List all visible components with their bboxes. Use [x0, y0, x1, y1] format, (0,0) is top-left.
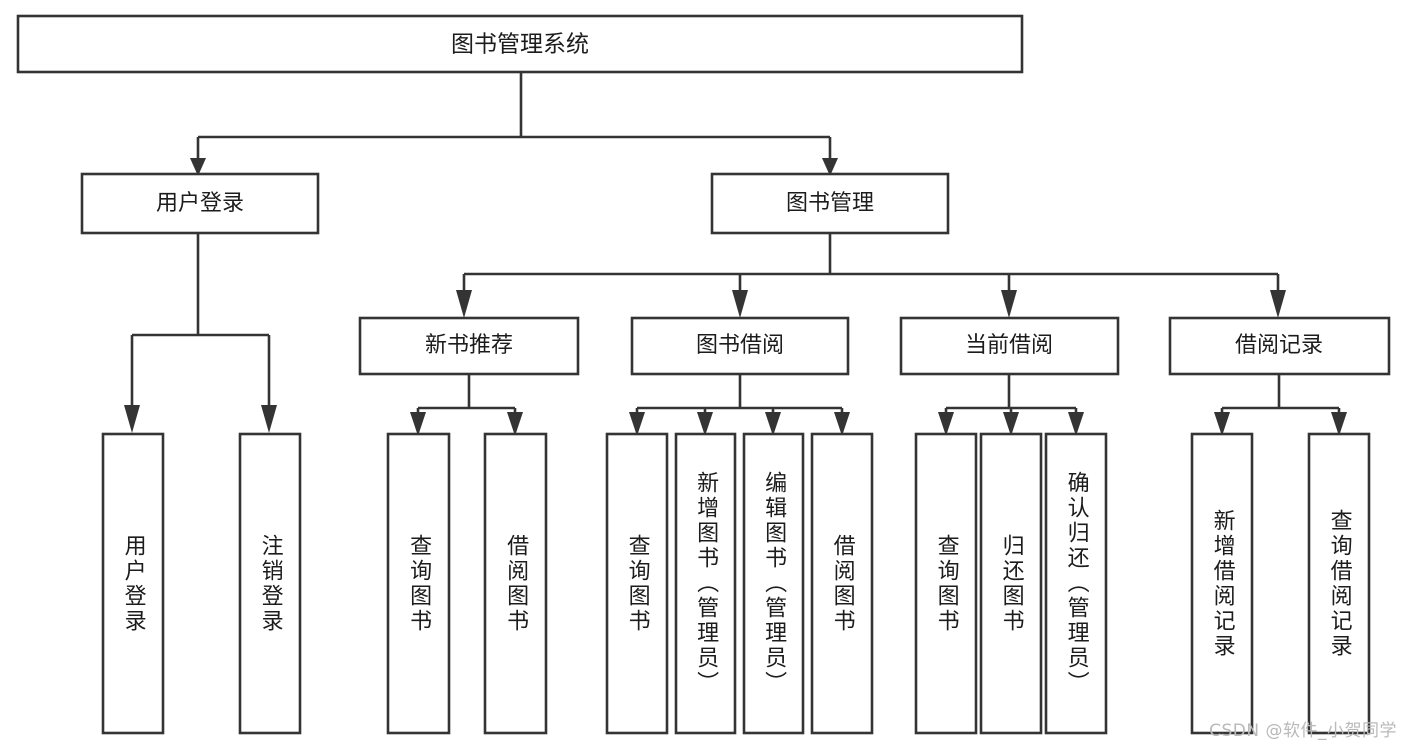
- node-new-book-rec-label: 新书推荐: [425, 333, 513, 358]
- node-current-borrow-label: 当前借阅: [965, 333, 1053, 358]
- node-current-borrow[interactable]: 当前借阅: [899, 316, 1120, 376]
- node-leaf-user-login-label: 用户登录: [120, 533, 146, 634]
- arrowhead-leaf-borrow-book-1: [507, 412, 523, 436]
- node-book-manage-label: 图书管理: [786, 191, 874, 216]
- arrowhead-leaf-query-record: [1331, 412, 1347, 436]
- arrowhead-current-borrow: [1001, 290, 1017, 318]
- node-leaf-borrow-book-1-label: 借阅图书: [503, 533, 529, 634]
- node-new-book-rec-box[interactable]: [358, 316, 580, 376]
- node-root[interactable]: 图书管理系统: [16, 14, 1024, 74]
- node-leaf-add-record-box[interactable]: [1190, 432, 1254, 735]
- node-book-borrow-label: 图书借阅: [696, 333, 784, 358]
- arrowhead-leaf-return-book: [1003, 412, 1019, 436]
- node-leaf-query-book-1-label: 查询图书: [406, 533, 432, 634]
- node-book-borrow[interactable]: 图书借阅: [630, 316, 850, 376]
- arrowhead-book-borrow: [732, 290, 748, 318]
- node-leaf-return-book-box[interactable]: [979, 432, 1043, 735]
- node-borrow-record[interactable]: 借阅记录: [1168, 316, 1391, 376]
- arrowhead-new-book-rec: [456, 290, 472, 318]
- arrowhead-leaf-query-book-2: [629, 412, 645, 436]
- node-leaf-add-book-box[interactable]: [674, 432, 737, 735]
- node-leaf-user-login-box[interactable]: [101, 432, 165, 735]
- node-leaf-borrow-book-2-box[interactable]: [810, 432, 874, 735]
- node-leaf-add-record-label: 新增借阅记录: [1209, 508, 1235, 659]
- node-leaf-query-record-label: 查询借阅记录: [1326, 508, 1352, 659]
- arrowhead-leaf-logout: [261, 405, 277, 433]
- node-leaf-confirm-return-box[interactable]: [1044, 432, 1108, 735]
- node-book-manage[interactable]: 图书管理: [710, 172, 950, 235]
- arrowhead-leaf-confirm-return: [1068, 412, 1084, 436]
- node-user-login-label: 用户登录: [156, 191, 244, 216]
- node-user-login[interactable]: 用户登录: [80, 172, 320, 235]
- node-leaf-logout-label: 注销登录: [257, 533, 283, 634]
- node-leaf-return-book-label: 归还图书: [998, 533, 1024, 634]
- node-book-manage-box[interactable]: [710, 172, 950, 235]
- node-leaf-borrow-book-2-label: 借阅图书: [829, 533, 855, 634]
- arrowhead-leaf-borrow-book-2: [834, 412, 850, 436]
- node-root-box[interactable]: [16, 14, 1024, 74]
- arrowhead-leaf-add-book: [697, 412, 713, 436]
- node-leaf-edit-book-box[interactable]: [742, 432, 805, 735]
- arrowhead-user-login: [190, 158, 206, 176]
- connector-layer: [124, 72, 1347, 436]
- arrowhead-leaf-add-record: [1214, 412, 1230, 436]
- node-root-label: 图书管理系统: [451, 32, 589, 58]
- arrowhead-leaf-user-login: [124, 405, 140, 433]
- node-leaf-add-book-label: 新增图书（管理员）: [693, 471, 719, 696]
- node-leaf-query-record-box[interactable]: [1307, 432, 1371, 735]
- node-user-login-box[interactable]: [80, 172, 320, 235]
- arrowhead-leaf-query-book-3: [938, 412, 954, 436]
- node-leaf-query-book-3-label: 查询图书: [933, 533, 959, 634]
- node-book-borrow-box[interactable]: [630, 316, 850, 376]
- arrowhead-leaf-edit-book: [765, 412, 781, 436]
- node-current-borrow-box[interactable]: [899, 316, 1120, 376]
- arrowhead-borrow-record: [1270, 290, 1286, 318]
- node-leaf-confirm-return-label: 确认归还（管理员）: [1063, 471, 1089, 696]
- node-leaf-query-book-2-box[interactable]: [605, 432, 669, 735]
- node-borrow-record-box[interactable]: [1168, 316, 1391, 376]
- arrowhead-leaf-query-book-1: [410, 412, 426, 436]
- node-leaf-query-book-3-box[interactable]: [914, 432, 978, 735]
- node-new-book-rec[interactable]: 新书推荐: [358, 316, 580, 376]
- node-leaf-query-book-1-box[interactable]: [386, 432, 451, 735]
- node-leaf-borrow-book-1-box[interactable]: [483, 432, 548, 735]
- node-borrow-record-label: 借阅记录: [1235, 333, 1323, 358]
- node-leaf-logout-box[interactable]: [238, 432, 302, 735]
- node-leaf-edit-book-label: 编辑图书（管理员）: [761, 471, 787, 696]
- arrowhead-book-manage: [822, 158, 838, 176]
- node-leaf-query-book-2-label: 查询图书: [624, 533, 650, 634]
